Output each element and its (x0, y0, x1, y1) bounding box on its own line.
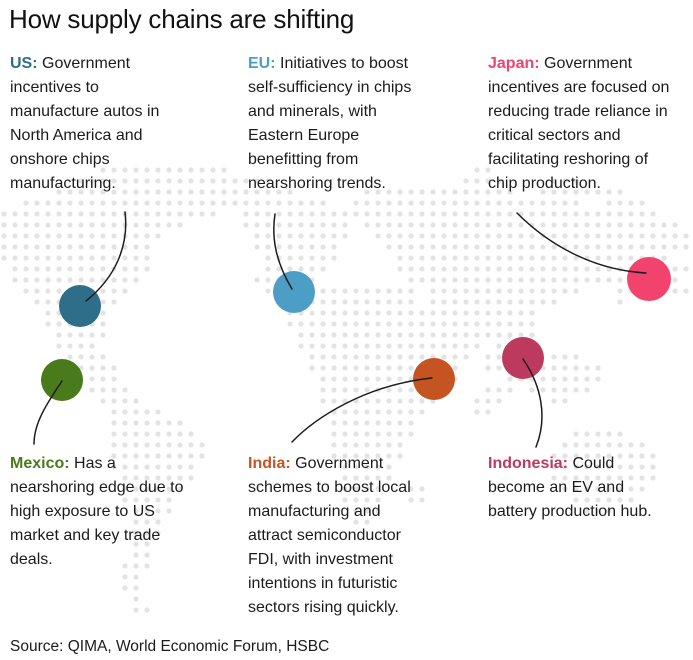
connector-indonesia (522, 358, 543, 448)
note-japan: Japan: Government incentives are focused… (488, 52, 680, 196)
note-us-text: Government incentives to manufacture aut… (10, 55, 160, 192)
note-eu-label: EU: (248, 55, 276, 72)
note-japan-text: Government incentives are focused on red… (488, 55, 670, 192)
note-india: India: Government schemes to boost local… (248, 452, 420, 620)
note-indonesia-label: Indonesia: (488, 455, 569, 472)
note-us-label: US: (10, 55, 38, 72)
marker-india (413, 358, 455, 400)
marker-mexico (41, 359, 83, 401)
note-mexico: Mexico: Has a nearshoring edge due to hi… (10, 452, 186, 572)
note-eu-text: Initiatives to boost self-sufficiency in… (248, 55, 412, 192)
note-eu: EU: Initiatives to boost self-sufficienc… (248, 52, 430, 196)
connector-us (85, 211, 127, 302)
note-indonesia: Indonesia: Could become an EV and batter… (488, 452, 666, 524)
connector-mexico (33, 380, 63, 445)
note-india-text: Government schemes to boost local manufa… (248, 455, 411, 616)
marker-eu (273, 271, 315, 313)
dotted-world-map (1, 167, 689, 613)
note-japan-label: Japan: (488, 55, 540, 72)
note-india-label: India: (248, 455, 291, 472)
connector-lines (33, 211, 647, 448)
connector-eu (273, 213, 293, 290)
marker-us (59, 285, 101, 327)
country-markers (41, 257, 671, 401)
connector-india (291, 377, 433, 443)
chart-title: How supply chains are shifting (9, 4, 355, 34)
note-mexico-label: Mexico: (10, 455, 70, 472)
note-mexico-text: Has a nearshoring edge due to high expos… (10, 455, 184, 568)
marker-japan (627, 257, 671, 301)
source-credit: Source: QIMA, World Economic Forum, HSBC (10, 638, 330, 655)
marker-indonesia (502, 337, 544, 379)
note-us: US: Government incentives to manufacture… (10, 52, 168, 196)
note-indonesia-text: Could become an EV and battery productio… (488, 455, 652, 520)
connector-japan (516, 212, 647, 274)
